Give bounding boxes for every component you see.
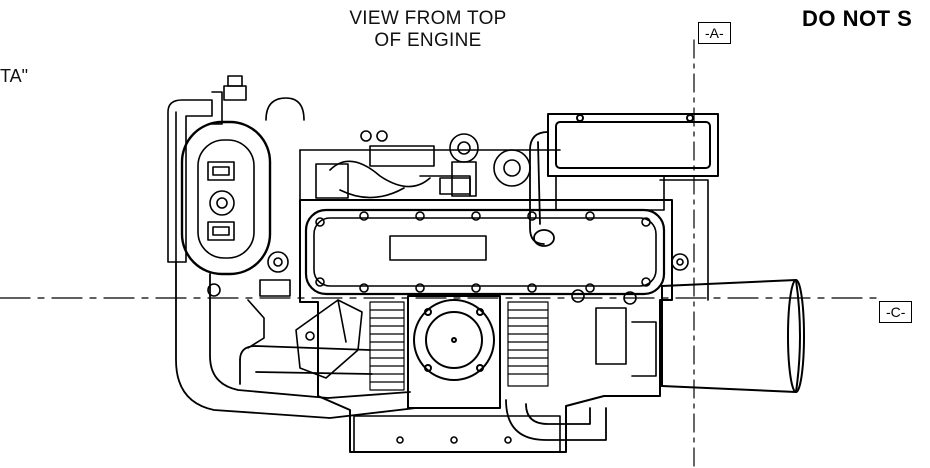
cooler-fins-left xyxy=(369,301,405,391)
exhaust-elbow-right xyxy=(505,399,607,441)
datum-a-label: -A- xyxy=(698,22,731,44)
intake-elbow xyxy=(167,91,223,263)
view-title: VIEW FROM TOP OF ENGINE xyxy=(318,8,538,52)
control-box xyxy=(547,113,719,177)
partial-label: TA" xyxy=(0,66,29,86)
engine-block xyxy=(299,199,673,453)
filler-cap xyxy=(223,75,305,121)
fuel-lines xyxy=(299,130,561,201)
misc-fittings xyxy=(207,251,657,377)
exhaust-outlet xyxy=(661,279,805,393)
heat-exchanger-tank xyxy=(180,120,272,276)
alternator-block xyxy=(555,175,709,301)
oil-pan xyxy=(353,415,561,453)
valve-cover-bolts xyxy=(315,211,651,293)
fuel-filter xyxy=(449,133,531,197)
valve-cover xyxy=(304,208,666,296)
intake-tube xyxy=(529,131,555,247)
flywheel-housing xyxy=(407,295,501,409)
view-title-line2: OF ENGINE xyxy=(374,30,482,51)
cooler-fins-right xyxy=(507,301,549,387)
view-title-line1: VIEW FROM TOP xyxy=(349,8,507,29)
starter-bracket xyxy=(295,299,363,379)
warning-text: DO NOT S xyxy=(802,6,913,31)
datum-c-label: -C- xyxy=(879,301,913,323)
